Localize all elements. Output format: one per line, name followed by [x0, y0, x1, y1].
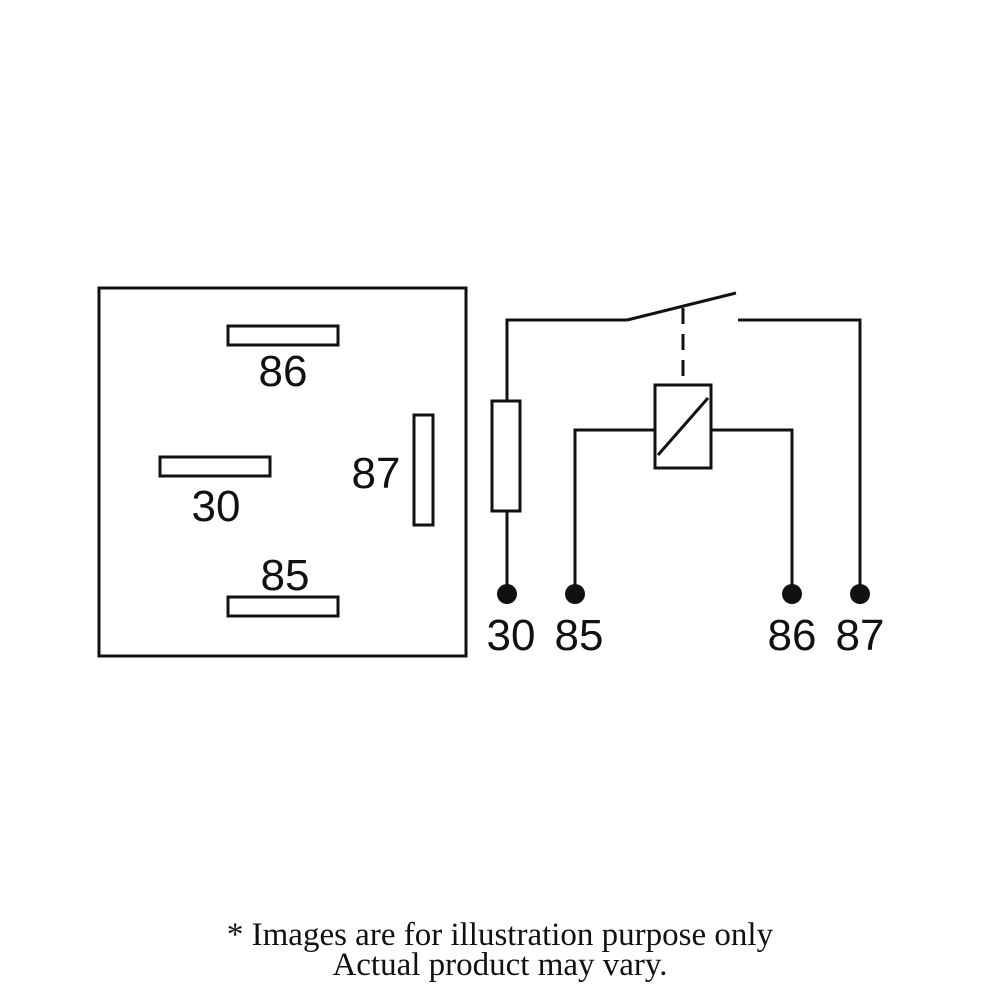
wire-30-to-switch	[505, 318, 627, 594]
wire-86-to-coil	[711, 428, 794, 594]
terminal-label-30: 30	[487, 611, 536, 660]
terminal-30-dot	[497, 584, 517, 604]
pin-86-blade	[226, 324, 340, 347]
terminal-label-85: 85	[555, 611, 604, 660]
wire-87-contact	[738, 318, 862, 594]
switch-contact-lever	[626, 291, 737, 322]
footprint-label-30: 30	[192, 482, 241, 531]
terminal-label-86: 86	[768, 611, 817, 660]
pin-85-blade	[226, 595, 340, 618]
terminal-label-87: 87	[836, 611, 885, 660]
relay-footprint	[97, 286, 468, 658]
terminal-86-dot	[782, 584, 802, 604]
relay-schematic	[490, 291, 862, 594]
footprint-label-86: 86	[259, 347, 308, 396]
footprint-label-87: 87	[352, 449, 401, 498]
footprint-label-85: 85	[261, 551, 310, 600]
terminal-dots	[497, 584, 870, 604]
pin-87-blade	[412, 413, 435, 527]
terminal-87-dot	[850, 584, 870, 604]
relay-coil	[653, 383, 713, 470]
relay-body-outline	[97, 286, 468, 658]
disclaimer-line-2: Actual product may vary.	[332, 947, 668, 983]
pin-30-blade	[158, 455, 272, 478]
wire-85-to-coil	[573, 428, 655, 594]
fuse-symbol	[490, 399, 522, 513]
disclaimer-line-1: * Images are for illustration purpose on…	[226, 917, 774, 953]
relay-coil-diagonal	[656, 397, 710, 456]
terminal-85-dot	[565, 584, 585, 604]
